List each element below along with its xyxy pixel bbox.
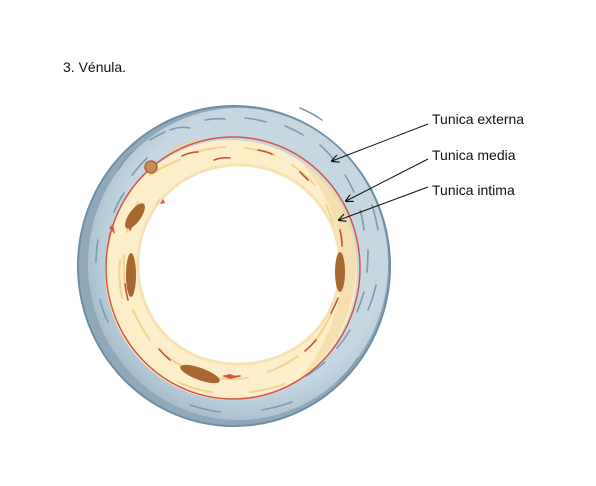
page-title: 3. Vénula. bbox=[63, 59, 127, 75]
label-tunica-externa: Tunica externa bbox=[432, 111, 525, 127]
endothelial-nuclei bbox=[125, 203, 345, 384]
arrow-tunica-media bbox=[346, 158, 429, 201]
red-speckles bbox=[109, 199, 238, 379]
arrow-tunica-externa bbox=[332, 123, 429, 161]
lumen bbox=[137, 164, 341, 365]
label-tunica-intima: Tunica intima bbox=[432, 182, 515, 198]
leader-arrows bbox=[332, 123, 429, 220]
tunica-intima-line bbox=[105, 136, 361, 400]
pericyte-cell bbox=[144, 160, 158, 174]
arrow-tunica-intima bbox=[339, 186, 429, 220]
label-tunica-media: Tunica media bbox=[432, 147, 516, 163]
